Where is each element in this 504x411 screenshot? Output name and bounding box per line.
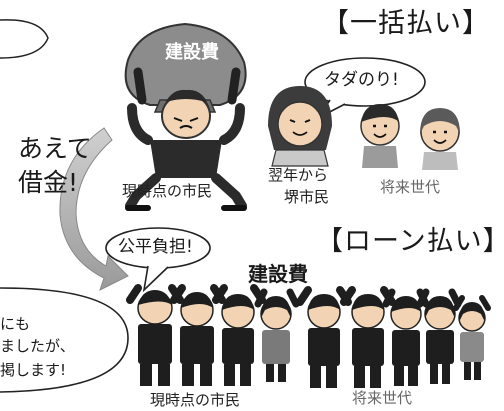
- next-year-citizen-figure: [268, 86, 332, 167]
- left-bubble-line2: ましたが、: [0, 337, 75, 355]
- construction-cost-bottom: 建設費: [248, 262, 308, 286]
- free-ride-bubble-text: タダのり!: [324, 70, 399, 90]
- current-citizens-label-bottom: 現時点の市民: [150, 391, 241, 409]
- next-year-label-line2: 堺市民: [284, 188, 330, 206]
- future-generation-children: [360, 104, 460, 170]
- current-citizens-label-top: 現時点の市民: [122, 182, 213, 200]
- future-gen-label-bottom: 将来世代: [352, 389, 413, 407]
- next-year-label-line1: 翌年から: [268, 166, 329, 184]
- loan-heading: 【ローン払い】: [316, 226, 504, 257]
- left-text-line2: 借金!: [18, 168, 79, 197]
- top-left-bubble-fragment: [0, 19, 49, 59]
- bottom-crowd-figures: [126, 284, 491, 388]
- money-bag-label: 建設費: [165, 42, 219, 63]
- lifting-citizen-figure: [125, 67, 247, 211]
- curved-arrow-icon: [59, 127, 129, 291]
- left-text-line1: あえて: [18, 134, 92, 163]
- left-bubble-line1: にも: [0, 315, 31, 333]
- left-bubble-line3: 掲します!: [0, 361, 67, 379]
- fair-burden-bubble-text: 公平負担!: [118, 237, 193, 257]
- lump-sum-heading: 【一括払い】: [322, 8, 490, 39]
- fair-burden-bubble-shape: [105, 227, 211, 293]
- left-info-bubble-shape: [0, 287, 129, 393]
- future-gen-label-top: 将来世代: [380, 178, 441, 196]
